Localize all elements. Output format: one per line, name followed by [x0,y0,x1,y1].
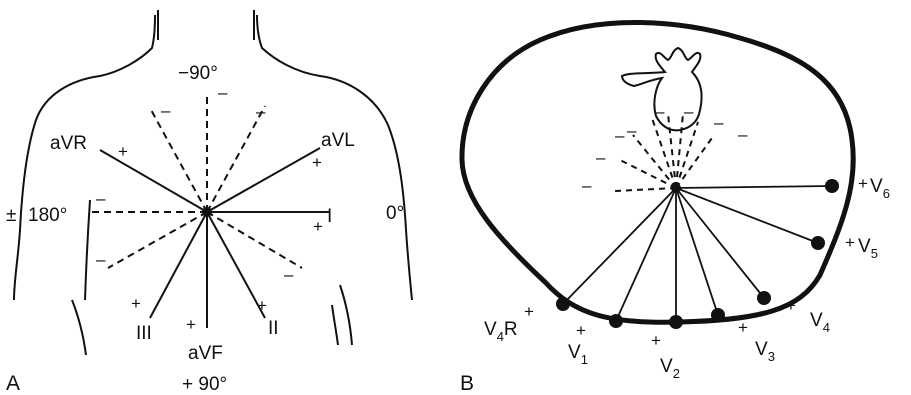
minus-b-4: – [714,113,724,132]
label-avf: aVF [188,343,223,364]
minus-top-3: – [256,102,266,121]
electrode-v1 [609,314,623,328]
chest-cross-section [462,22,853,322]
lead-v3-line [676,188,718,315]
right-hip [340,285,352,345]
angle-0: 0° [386,203,404,224]
lead-v1-line [616,188,676,321]
label-i: I [327,206,332,227]
plus-avl: + [312,153,322,172]
label-ii: II [268,318,279,339]
label-avl: aVL [321,130,355,151]
plus-iii: + [131,294,141,313]
angle-plus-90: + 90° [182,374,227,395]
plus-v4: + [786,296,796,315]
electrode-v4r [556,297,570,311]
panel-a-center [202,207,212,217]
angle-180: 180° [28,205,67,226]
minus-top-1: – [218,83,228,102]
label-v1: V1 [568,342,588,367]
plus-ii: + [257,296,267,315]
minus-b-5: – [738,125,748,144]
minus-b-8: – [582,176,592,195]
label-v4: V4 [810,310,830,335]
lead-avr-line [100,150,207,212]
left-armpit [85,200,90,300]
left-hip [72,300,86,355]
minus-lower-right: – [284,265,294,284]
electrode-v4 [757,291,771,305]
label-iii: III [136,323,152,344]
plus-v2: + [651,331,661,350]
label-avr: aVR [50,133,87,154]
panel-a-letter: A [6,372,20,395]
minus-top-2: – [161,101,171,120]
label-v3: V3 [755,339,775,364]
minus-b-3: – [684,102,694,121]
torso-left-shoulder [14,15,155,300]
panel-b-letter: B [460,372,474,395]
neg-1 [615,188,676,191]
neg-3 [633,135,676,188]
label-v6: V6 [870,176,890,201]
electrode-v6 [825,179,839,193]
plus-v5: + [845,233,855,252]
panel-a-labels: −90° 0° ± 180° + 90° aVR aVL I II III aV… [6,63,404,395]
minus-b-7: – [596,148,606,167]
negative-leads [90,92,302,268]
right-hip-inner [332,305,338,345]
minus-b-1: – [627,121,637,140]
panel-b-labels: – – – – – – – – + + + + + + + V6 V5 V4 V… [484,102,890,381]
electrode-v3 [711,308,725,322]
lead-v6-line [676,186,832,188]
electrode-v5 [811,236,825,250]
panel-a [14,10,412,355]
lead-v4r-line [563,188,676,304]
angle-180-sign: ± [6,205,16,226]
minus-left: – [96,189,106,208]
plus-avf: + [186,315,196,334]
plus-i: + [313,217,323,236]
panel-b [462,22,853,322]
label-v2: V2 [660,356,680,381]
label-v5: V5 [858,236,878,261]
angle-minus-90: −90° [178,63,218,84]
minus-lower-left: – [96,250,106,269]
plus-v6: + [858,174,868,193]
plus-avr: + [118,142,128,161]
neg-8 [676,138,712,188]
minus-b-6: – [615,126,625,145]
plus-v1: + [576,321,586,340]
torso-right-shoulder [257,15,412,300]
panel-b-center [671,183,681,193]
plus-v3: + [738,318,748,337]
label-v4r: V4R [484,319,518,344]
minus-b-2: – [655,102,665,121]
lead-iii-line [150,212,207,318]
plus-v4r: + [524,302,534,321]
electrode-v2 [669,315,683,329]
